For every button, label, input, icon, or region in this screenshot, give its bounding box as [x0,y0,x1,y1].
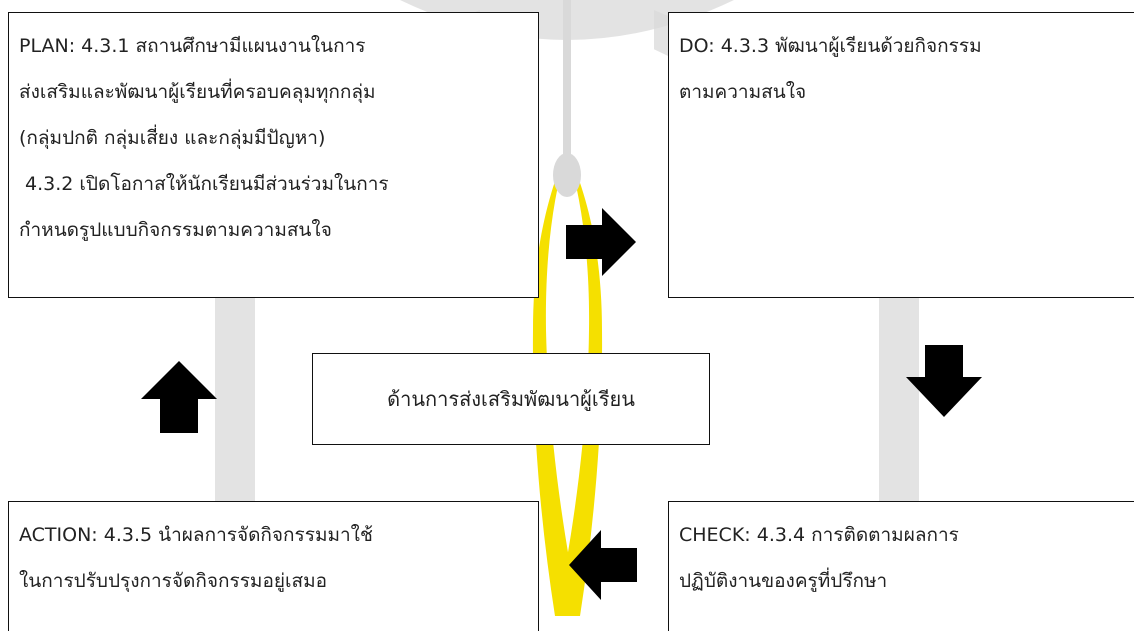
check-box: CHECK: 4.3.4 การติดตามผลการ ปฏิบัติงานขอ… [668,501,1134,631]
check-line: CHECK: 4.3.4 การติดตามผลการ [679,524,959,546]
center-topic-box: ด้านการส่งเสริมพัฒนาผู้เรียน [312,353,710,445]
plan-box: PLAN: 4.3.1 สถานศึกษามีแผนงานในการ ส่งเส… [8,12,539,298]
action-box: ACTION: 4.3.5 นำผลการจัดกิจกรรมมาใช้ ในก… [8,501,539,631]
action-line: ACTION: 4.3.5 นำผลการจัดกิจกรรมมาใช้ [19,524,373,546]
plan-line: 4.3.2 เปิดโอกาสให้นักเรียนมีส่วนร่วมในกา… [19,173,389,195]
center-topic-label: ด้านการส่งเสริมพัฒนาผู้เรียน [387,387,635,411]
action-line: ในการปรับปรุงการจัดกิจกรรมอยู่เสมอ [19,570,328,592]
do-line: ตามความสนใจ [679,81,807,103]
plan-line: PLAN: 4.3.1 สถานศึกษามีแผนงานในการ [19,35,366,57]
arrow-left-icon [569,530,637,600]
arrow-up-icon [141,361,217,433]
plan-line: กำหนดรูปแบบกิจกรรมตามความสนใจ [19,219,332,241]
check-line: ปฏิบัติงานของครูที่ปรึกษา [679,570,888,592]
plan-line: (กลุ่มปกติ กลุ่มเสี่ยง และกลุ่มมีปัญหา) [19,127,326,149]
arrow-right-icon [566,208,636,276]
plan-line: ส่งเสริมและพัฒนาผู้เรียนที่ครอบคลุมทุกกล… [19,81,376,103]
arrow-down-icon [906,345,982,417]
do-box: DO: 4.3.3 พัฒนาผู้เรียนด้วยกิจกรรม ตามคว… [668,12,1134,298]
do-line: DO: 4.3.3 พัฒนาผู้เรียนด้วยกิจกรรม [679,35,982,57]
